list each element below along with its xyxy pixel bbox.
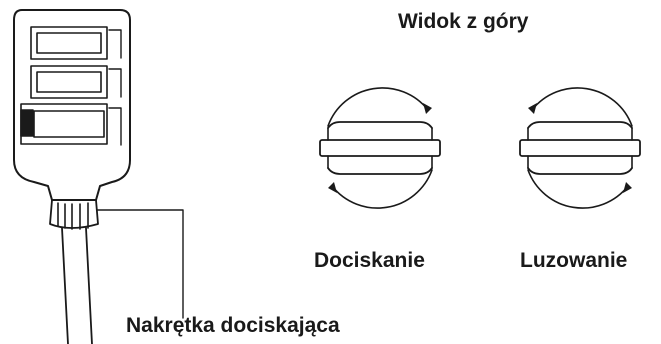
loosen-view bbox=[519, 87, 641, 209]
view-title: Widok z góry bbox=[398, 10, 529, 33]
device-indicator bbox=[20, 109, 34, 137]
tighten-label: Dociskanie bbox=[314, 249, 425, 272]
probe-tube bbox=[61, 227, 93, 344]
loosen-label: Luzowanie bbox=[520, 249, 628, 272]
nut-leader-line bbox=[96, 209, 184, 319]
tighten-top-arc bbox=[327, 87, 429, 127]
loosen-bottom-arc bbox=[527, 169, 629, 209]
device-window-1 bbox=[30, 26, 108, 60]
tighten-bottom-arc bbox=[331, 169, 433, 209]
nut-part bbox=[49, 199, 99, 230]
device-window-2 bbox=[30, 65, 108, 99]
loosen-top-arc bbox=[531, 87, 633, 127]
nut-label: Nakrętka dociskająca bbox=[126, 314, 340, 337]
tighten-view bbox=[319, 87, 441, 209]
tighten-arrow-icon bbox=[423, 103, 432, 114]
loosen-arrow-icon bbox=[528, 103, 537, 114]
device-body bbox=[13, 9, 131, 201]
